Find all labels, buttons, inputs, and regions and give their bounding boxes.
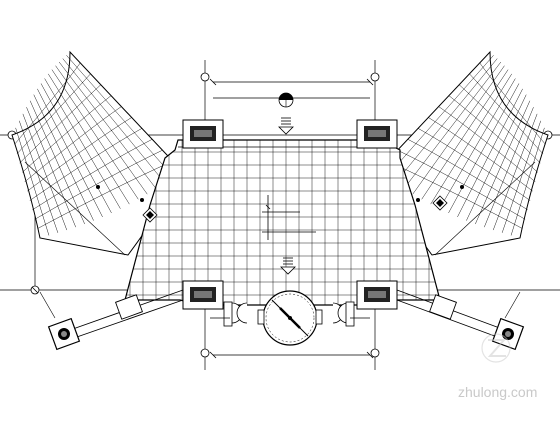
left-stand-row-line xyxy=(24,106,122,182)
left-stand-seat-line xyxy=(55,65,148,195)
dimension-ticks xyxy=(31,78,374,359)
left-gatehouse xyxy=(47,317,81,351)
right-stand-seat-line xyxy=(394,58,498,184)
right-stand-seat-line xyxy=(510,127,545,236)
right-walkway xyxy=(396,289,506,339)
left-stand-row-line xyxy=(14,62,81,145)
right-stand-row-line xyxy=(438,106,536,182)
axis-bubbles xyxy=(7,72,553,358)
entrance-arrow-bottom-icon xyxy=(280,257,296,275)
right-stand-marker-2 xyxy=(416,198,420,202)
left-stand-seat-line xyxy=(51,69,139,200)
column-bottom-right xyxy=(356,280,398,310)
right-stand-row-line xyxy=(397,149,526,220)
right-stand-seat-line xyxy=(484,107,534,228)
right-stand-seat-line xyxy=(385,55,494,178)
left-stand-row-line xyxy=(19,84,101,164)
left-stand-marker-2 xyxy=(140,198,144,202)
center-datum xyxy=(262,195,316,240)
right-stand-marker xyxy=(460,185,464,189)
right-stand-row-line xyxy=(469,73,544,154)
left-stand-seat-line xyxy=(19,120,59,233)
left-stand-seat-line xyxy=(33,94,94,221)
left-stand-seat-line xyxy=(15,127,50,236)
right-stand-seat-line xyxy=(475,100,531,225)
watermark-text: zhulong.com xyxy=(458,384,537,400)
right-side-symbol xyxy=(432,195,448,211)
left-stand-row-line xyxy=(34,149,163,220)
compass-icon xyxy=(278,92,294,108)
right-curved-stand xyxy=(376,50,549,256)
left-stand-seat-line xyxy=(66,55,175,178)
left-stand-seat-line xyxy=(37,88,103,218)
left-stand-row-line xyxy=(16,73,91,154)
left-side-symbol xyxy=(142,207,158,223)
left-stand-seat-line xyxy=(40,83,112,214)
right-stand-seat-line xyxy=(421,69,509,200)
right-stand-seat-line xyxy=(457,88,523,218)
column-top-right xyxy=(356,119,398,149)
right-stand-row-line xyxy=(479,62,546,145)
left-stand-seat-line xyxy=(26,107,76,228)
left-stand-seat-line xyxy=(44,78,121,209)
entrance-arrow-top-icon xyxy=(278,117,294,135)
right-stand-seat-line xyxy=(492,113,538,231)
central-hall xyxy=(124,139,441,306)
column-bottom-left xyxy=(182,280,224,310)
left-stand-seat-line xyxy=(29,100,85,225)
right-stand-seat-line xyxy=(466,94,527,221)
left-stand-row-line xyxy=(27,117,132,192)
left-curved-stand xyxy=(11,50,184,256)
right-stand-seat-line xyxy=(439,78,516,209)
entrance-rotunda xyxy=(262,290,318,346)
entrance-doors xyxy=(210,301,370,327)
right-stand-row-line xyxy=(428,117,533,192)
left-stand-row-line xyxy=(37,160,173,229)
right-stand-row-line xyxy=(448,95,538,173)
right-stand-seat-line xyxy=(501,120,541,233)
right-stand-seat-line xyxy=(403,61,502,189)
left-stand-row-line xyxy=(22,95,112,173)
left-stand-seat-line xyxy=(62,58,166,184)
right-stand-seat-line xyxy=(448,83,520,214)
right-stand-seat-line xyxy=(430,73,512,205)
zhulong-logo-icon xyxy=(481,333,511,363)
right-stand-seat-line xyxy=(412,65,505,195)
column-top-left xyxy=(182,119,224,149)
left-stand-seat-line xyxy=(48,73,130,205)
left-stand-marker xyxy=(96,185,100,189)
left-walkway xyxy=(69,289,184,339)
left-stand-seat-line xyxy=(22,113,68,231)
left-stand-seat-line xyxy=(58,61,157,189)
right-stand-row-line xyxy=(459,84,541,164)
